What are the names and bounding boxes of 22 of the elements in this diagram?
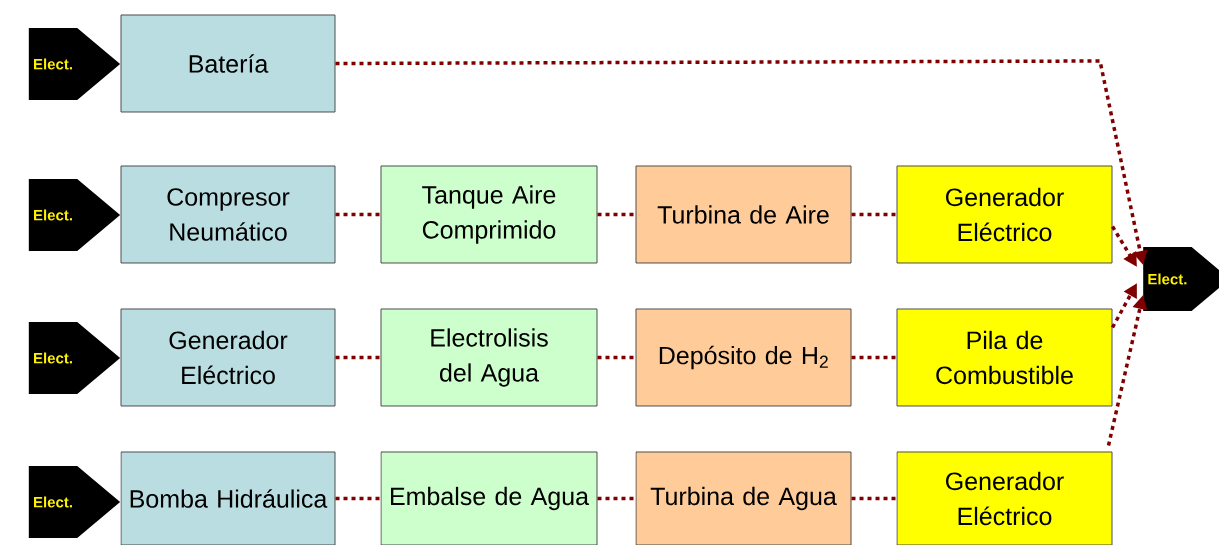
process-box: Batería <box>120 14 336 113</box>
process-box: Pila de Combustible <box>896 308 1113 407</box>
connector <box>335 212 381 217</box>
process-box: Depósito de H$_{2}$ <box>635 308 852 407</box>
connector <box>597 496 636 501</box>
process-box: Electrolisis del Agua <box>380 308 598 407</box>
process-box: Generador Eléctrico <box>896 165 1113 264</box>
process-box: Turbina de Agua <box>635 451 852 545</box>
connector <box>597 212 636 217</box>
process-box: Tanque Aire Comprimido <box>380 165 598 264</box>
connector <box>335 355 381 360</box>
process-box: Generador Eléctrico <box>896 451 1113 545</box>
process-box: Embalse de Agua <box>380 451 598 545</box>
process-box: Bomba Hidráulica <box>120 451 336 545</box>
process-box: Generador Eléctrico <box>120 308 336 407</box>
connector <box>851 212 897 217</box>
connector <box>597 355 636 360</box>
process-box: Compresor Neumático <box>120 165 336 264</box>
connector <box>335 496 381 501</box>
connector <box>851 355 897 360</box>
connector <box>851 496 897 501</box>
process-box: Turbina de Aire <box>635 165 852 264</box>
